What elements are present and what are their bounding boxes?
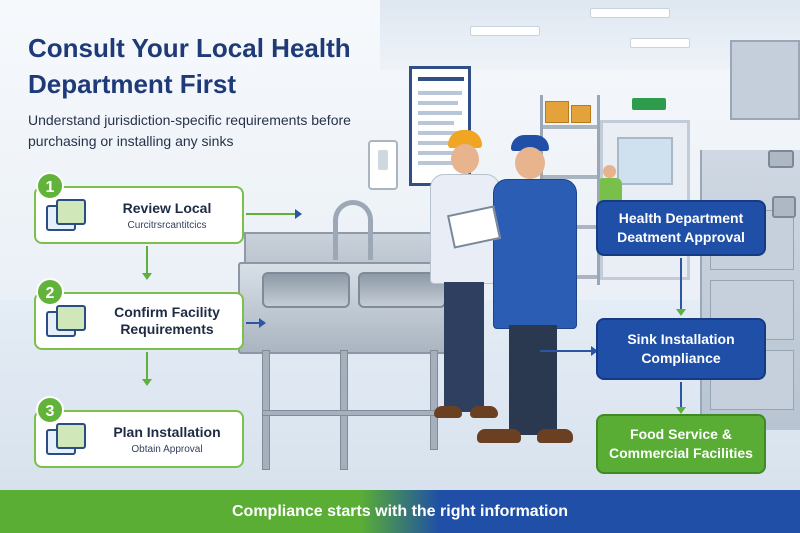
step-label: Review Local: [122, 199, 212, 216]
flow-arrow: [676, 258, 686, 316]
box-food-service-facilities: Food Service & Commercial Facilities: [596, 414, 766, 474]
step-sub-label: Obtain Approval: [131, 443, 203, 455]
step-card-plan-installation: Plan Installation Obtain Approval: [34, 410, 244, 468]
inspector-person: [420, 130, 510, 430]
exit-sign-icon: [632, 98, 666, 110]
page-title: Consult Your Local Health Department Fir…: [28, 33, 351, 99]
box-label: Food Service & Commercial Facilities: [609, 426, 753, 461]
sink-crossbar: [262, 410, 438, 416]
box-label: Sink Installation Compliance: [627, 331, 735, 366]
step-label: Plan Installation: [113, 423, 221, 440]
step-number-3: 3: [36, 396, 64, 424]
flow-arrow: [676, 382, 686, 414]
pot-icon: [772, 196, 796, 218]
box-label: Health Department Deatment Approval: [617, 210, 745, 245]
facility-worker-person: [477, 135, 585, 455]
wall-poster: [409, 66, 471, 186]
flow-arrow: [142, 246, 152, 280]
connector-arrow: [246, 209, 302, 219]
connector-arrow: [246, 318, 266, 328]
documents-icon: [44, 197, 88, 235]
step-number-1: 1: [36, 172, 64, 200]
step-label: Confirm Facility Requirements: [114, 304, 220, 337]
step-number-2: 2: [36, 278, 64, 306]
folders-icon: [44, 303, 88, 341]
sink-leg: [430, 350, 438, 450]
printer-icon: [44, 421, 88, 459]
box-health-department-approval: Health Department Deatment Approval: [596, 200, 766, 256]
step-card-confirm-facility: Confirm Facility Requirements: [34, 292, 244, 350]
flow-arrow: [142, 352, 152, 386]
page-subtitle: Understand jurisdiction-specific require…: [28, 112, 351, 149]
box-sink-installation-compliance: Sink Installation Compliance: [596, 318, 766, 380]
kitchen-counter: [700, 150, 800, 430]
footer-banner: Compliance starts with the right informa…: [0, 490, 800, 533]
step-card-review-local: Review Local Curcitrsrcantitcics: [34, 186, 244, 244]
step-sub-label: Curcitrsrcantitcics: [127, 219, 207, 231]
sink-basin: [262, 272, 350, 308]
wall-cabinet: [730, 40, 800, 120]
connector-arrow: [540, 346, 598, 356]
faucet-icon: [333, 200, 373, 260]
pot-icon: [768, 150, 794, 168]
soap-dispenser-icon: [368, 140, 398, 190]
